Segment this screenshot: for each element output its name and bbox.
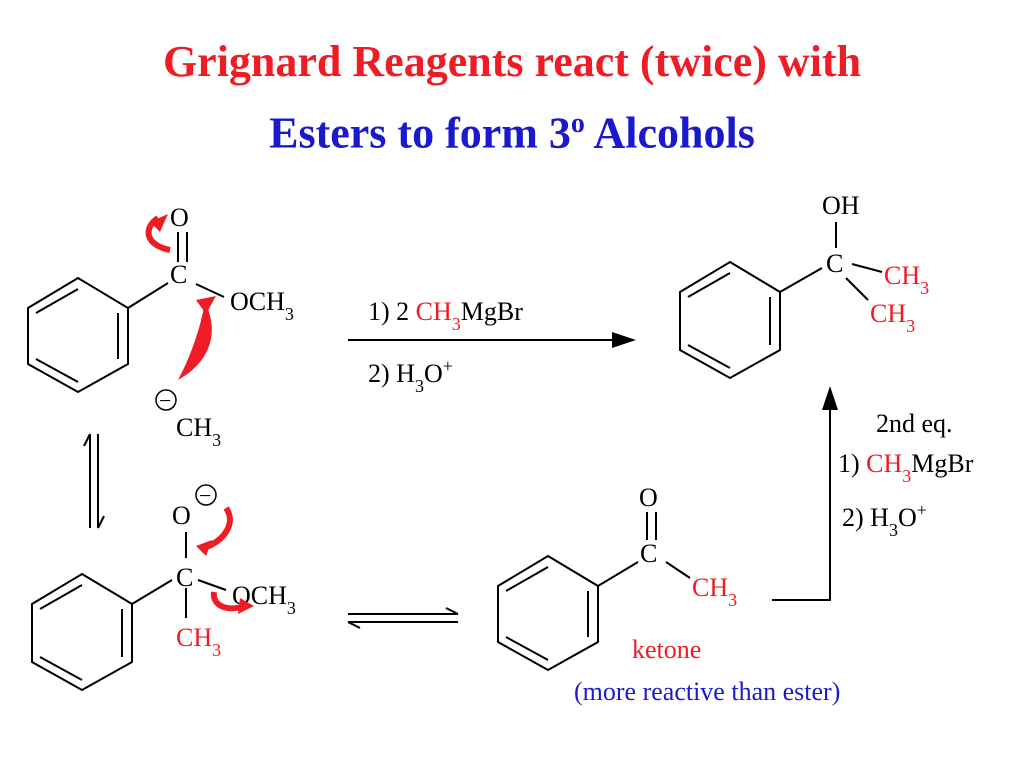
equilibrium-arrow-horizontal [347, 607, 459, 629]
step2-sup: + [443, 356, 453, 376]
intermediate-methyl: CH3 [176, 623, 221, 660]
methyl-anion: CH3 [176, 413, 221, 450]
benzene-ring-alcohol [679, 260, 781, 380]
methyl-anion-ch: CH [176, 413, 212, 442]
ester-molecule: O C OCH3 − CH3 [27, 203, 294, 450]
ester-och3: OCH3 [230, 287, 294, 324]
second-step2-num: 2) H [842, 503, 889, 532]
ketone-molecule: O C CH3 ketone (more reactive than ester… [497, 483, 840, 706]
alcohol-oh: OH [822, 191, 860, 220]
step1-tail: MgBr [461, 297, 523, 326]
step2-sub: 3 [415, 376, 424, 396]
alcohol-carbon: C [826, 249, 843, 278]
ester-och-text: OCH [230, 287, 285, 316]
step1-num: 1) 2 [368, 297, 416, 326]
step1-reagent: CH [416, 297, 452, 326]
benzene-ring-ketone [497, 554, 599, 672]
intermediate-o-charge [195, 484, 217, 506]
ester-carbonyl-o: O [170, 203, 189, 232]
curved-arrow-leaving-head [238, 598, 254, 614]
title-esters: Esters to form 3 [269, 108, 571, 158]
benzene-ring-ester [27, 276, 129, 394]
second-eq-label: 2nd eq. [876, 409, 953, 438]
ketone-methyl-ch: CH [692, 573, 728, 602]
alcohol-methyl-2-ch: CH [870, 299, 906, 328]
second-step1-sub: 3 [902, 466, 911, 486]
second-step1-num: 1) [838, 449, 866, 478]
second-equivalent-arrow: 2nd eq. 1) CH3MgBr 2) H3O+ [772, 386, 974, 601]
second-step1-tail: MgBr [911, 449, 973, 478]
second-step2-o: O [898, 503, 917, 532]
ester-och3-sub: 3 [285, 304, 294, 324]
second-step2-sub: 3 [889, 520, 898, 540]
intermediate-och3-sub: 3 [287, 598, 296, 618]
ketone-note: (more reactive than ester) [574, 677, 840, 706]
title-line-2: Esters to form 3o Alcohols [0, 98, 1024, 160]
alcohol-methyl-2: CH3 [870, 299, 915, 336]
step2-label: 2) H3O+ [368, 356, 453, 396]
curved-arrow-alkoxide-head [196, 540, 212, 556]
curved-arrow-nucleophile [178, 302, 212, 380]
title-degree: o [570, 108, 585, 139]
ketone-carbon: C [640, 539, 657, 568]
step1-sub: 3 [452, 314, 461, 334]
title-alcohols: Alcohols [593, 108, 755, 158]
ketone-methyl: CH3 [692, 573, 737, 610]
equilibrium-arrow-vertical [83, 433, 105, 529]
title-line-1: Grignard Reagents react (twice) with [162, 37, 862, 86]
second-step2-label: 2) H3O+ [842, 500, 927, 540]
methyl-anion-minus: − [159, 388, 171, 413]
second-step2-sup: + [917, 500, 927, 520]
step2-o: O [424, 359, 443, 388]
methyl-anion-sub: 3 [212, 430, 221, 450]
ester-carbon: C [170, 260, 187, 289]
ketone-label: ketone [632, 635, 701, 664]
intermediate-methyl-ch: CH [176, 623, 212, 652]
second-arrow-head [822, 386, 838, 410]
main-arrow-head [612, 332, 636, 348]
second-step1-label: 1) CH3MgBr [838, 449, 974, 486]
main-reaction-arrow: 1) 2 CH3MgBr 2) H3O+ [348, 297, 636, 396]
intermediate-o: O [172, 501, 191, 530]
alcohol-methyl-1-ch: CH [884, 261, 920, 290]
benzene-ring-intermediate [31, 572, 133, 692]
tertiary-alcohol: OH C CH3 CH3 [679, 191, 929, 380]
ketone-methyl-sub: 3 [728, 590, 737, 610]
alcohol-methyl-2-sub: 3 [906, 316, 915, 336]
methyl-anion-charge [155, 389, 177, 411]
second-step1-reagent: CH [866, 449, 902, 478]
step2-num: 2) H [368, 359, 415, 388]
step1-label: 1) 2 CH3MgBr [368, 297, 523, 334]
tetrahedral-intermediate: O − C OCH3 CH3 [31, 483, 296, 692]
intermediate-carbon: C [176, 563, 193, 592]
curved-arrow-nucleophile-head [196, 296, 216, 314]
intermediate-o-minus: − [199, 483, 211, 508]
alcohol-methyl-1: CH3 [884, 261, 929, 298]
alcohol-methyl-1-sub: 3 [920, 278, 929, 298]
ketone-o: O [639, 483, 658, 512]
intermediate-methyl-sub: 3 [212, 640, 221, 660]
curved-arrow-carbonyl-head [150, 214, 168, 232]
